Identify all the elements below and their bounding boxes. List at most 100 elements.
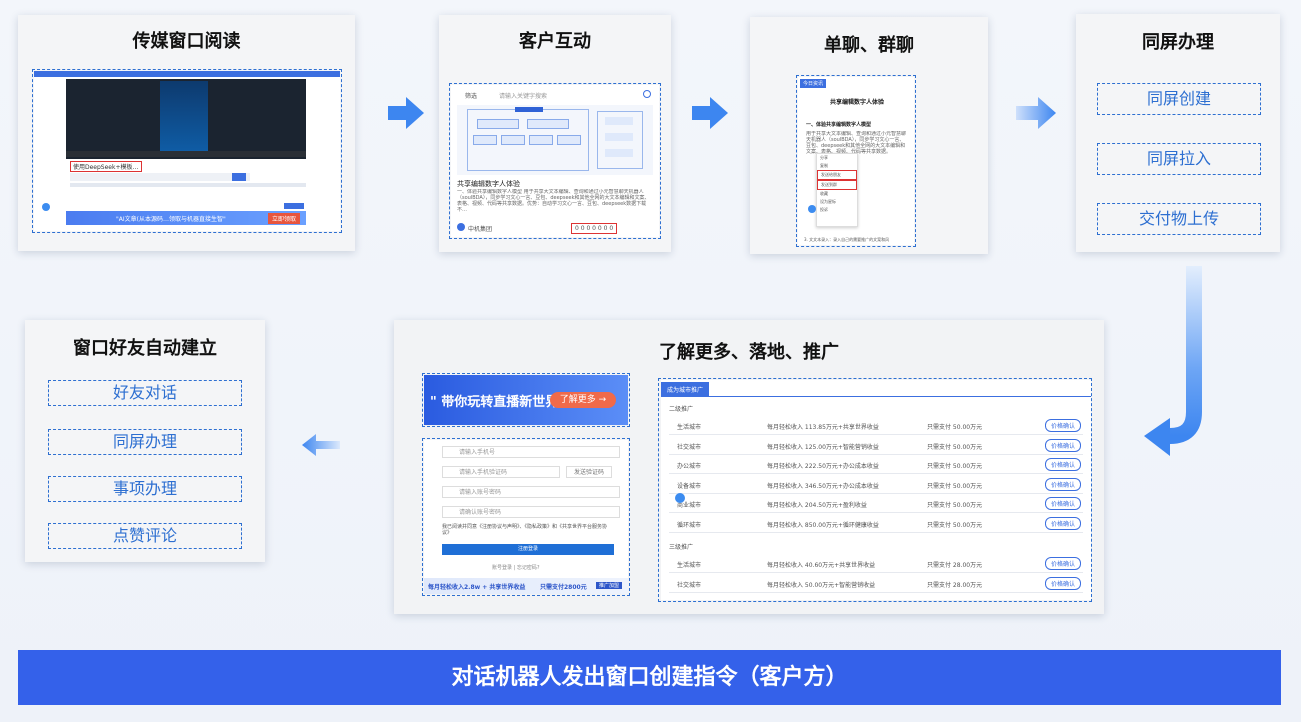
menu-item[interactable]: 设为星标 [820, 199, 836, 204]
price-confirm-button[interactable]: 价格确认 [1045, 497, 1082, 510]
submit-button[interactable] [284, 203, 304, 209]
card-title: 传媒窗口阅读 [132, 31, 241, 52]
register-form: 请输入手机号 请输入手机验证码 发送验证码 请输入账号密码 请确认账号密码 我已… [424, 440, 628, 594]
pay-text: 只需支付 28.00万元 [927, 562, 983, 569]
confirm-password-input[interactable]: 请确认账号密码 [442, 506, 620, 518]
selection-frame [449, 83, 661, 239]
live-banner-text: " 带你玩转直播新世界 [430, 395, 559, 410]
pay-text: 只需支付 50.00万元 [927, 482, 983, 490]
same-screen-button[interactable]: 同屏办理 [48, 429, 242, 455]
video-thumbnail[interactable] [160, 81, 208, 155]
row-divider [669, 473, 1083, 474]
row-divider [669, 531, 1083, 533]
pay-text: 只需支付 28.00万元 [927, 581, 983, 589]
ad-button[interactable]: 立即领取 [267, 213, 300, 224]
selection-frame [796, 75, 916, 247]
row-divider [669, 512, 1083, 513]
promo-button[interactable]: 推广加盟 [596, 582, 623, 589]
arrow-left-icon [302, 434, 340, 456]
income-text: 每月轻松收入 850.00万元+循环健康收益 [767, 521, 879, 529]
table-row: 社交城市每月轻松收入 125.00万元+智能营销收益只需支付 50.00万元价格… [661, 436, 1091, 455]
customer-interaction-card: 客户互动 筛选 请输入关键字搜索 共享编辑数字人体验 一、体验共享编辑数字人模型… [439, 15, 671, 252]
same-screen-create-button[interactable]: 同屏创建 [1097, 83, 1261, 115]
ad-bar[interactable]: "AI文章(从本源码…领取与机器直接生智" 立即领取 [66, 211, 306, 225]
chat-tab[interactable]: 今日资讯 [800, 79, 827, 88]
media-reading-card: 传媒窗口阅读 使用DeepSeek+模板… "AI文章(从本源码…领取与机器直接… [18, 15, 355, 251]
filter-dropdown[interactable]: 筛选 [465, 93, 478, 100]
price-confirm-button[interactable]: 价格确认 [1045, 557, 1082, 570]
promo-bar[interactable]: 每月轻松收入2.8w + 共享世界收益 只需支付2800元 推广加盟 [424, 578, 628, 594]
post-stats[interactable]: 0 0 0 0 0 0 0 [571, 223, 618, 234]
city-name: 商业城市 [677, 502, 702, 509]
video-caption: 使用DeepSeek+模板… [70, 161, 142, 172]
table-tab[interactable]: 成为城市推广 [661, 382, 710, 397]
price-confirm-button[interactable]: 价格确认 [1045, 438, 1082, 452]
city-name: 循环城市 [677, 521, 702, 529]
search-button[interactable] [232, 173, 246, 181]
card-title: 客户互动 [519, 31, 591, 52]
menu-item[interactable]: 收藏 [820, 191, 828, 196]
post-text: 一、体验共享编辑数字人模型 用于共享大文本编辑、查询和通过小元智慧聊天机器人（s… [457, 189, 650, 213]
promotion-table: 成为城市推广 二级推广 生活城市每月轻松收入 113.85万元+共享世界收益只需… [661, 380, 1091, 600]
card-title: 单聊、群聊 [824, 35, 914, 56]
card-title: 同屏办理 [1142, 32, 1214, 53]
register-button[interactable]: 注册登录 [442, 544, 614, 555]
selection-frame [32, 69, 342, 233]
doc-text: 用于共享大文本编辑、查询和通过小元智慧聊天机器人（soulBDA），同步学习文心… [806, 131, 906, 155]
card-title: 窗口好友自动建立 [73, 338, 217, 359]
avatar[interactable] [457, 223, 465, 231]
same-screen-pull-button[interactable]: 同屏拉入 [1097, 143, 1261, 175]
price-confirm-button[interactable]: 价格确认 [1045, 576, 1082, 590]
friend-chat-button[interactable]: 好友对话 [48, 380, 242, 406]
city-name: 社交城市 [677, 581, 702, 589]
diagram-image[interactable] [457, 105, 653, 175]
context-menu: 分享 复制 发送给朋友 发送到群 收藏 设为星标 投诉 [816, 153, 858, 227]
price-confirm-button[interactable]: 价格确认 [1045, 516, 1082, 530]
learn-more-button[interactable]: 了解更多 → [550, 392, 616, 408]
table-row: 商业城市每月轻松收入 204.50万元+盈利收益只需支付 50.00万元价格确认 [661, 494, 1091, 513]
pay-text: 只需支付 50.00万元 [927, 521, 983, 529]
price-confirm-button[interactable]: 价格确认 [1045, 458, 1082, 471]
pay-text: 只需支付 50.00万元 [927, 424, 983, 431]
live-banner[interactable]: " 带你玩转直播新世界 了解更多 → [424, 375, 628, 425]
learn-more-card: 了解更多、落地、推广 " 带你玩转直播新世界 了解更多 → 请输入手机号 请输入… [394, 320, 1104, 614]
search-input[interactable]: 请输入关键字搜索 [499, 93, 548, 100]
promo-text: 每月轻松收入2.8w + 共享世界收益 [428, 584, 526, 591]
income-text: 每月轻松收入 125.00万元+智能营销收益 [767, 443, 879, 451]
income-text: 每月轻松收入 40.60万元+共享世界收益 [767, 562, 876, 569]
password-input[interactable]: 请输入账号密码 [442, 486, 620, 498]
menu-item[interactable]: 复制 [820, 163, 828, 168]
table-row: 社交城市 每月轻松收入 50.00万元+智能营销收益 只需支付 28.00万元 价格确… [661, 574, 1091, 593]
doc-title: 共享编辑数字人体验 [830, 99, 885, 106]
same-screen-card: 同屏办理 同屏创建 同屏拉入 交付物上传 [1076, 14, 1280, 252]
login-links[interactable]: 账号登录 | 忘记密码? [492, 565, 540, 571]
video-screenshot: 使用DeepSeek+模板… "AI文章(从本源码…领取与机器直接生智" 立即领… [34, 71, 340, 231]
price-confirm-button[interactable]: 价格确认 [1045, 477, 1082, 491]
post-title[interactable]: 共享编辑数字人体验 [457, 180, 520, 188]
income-text: 每月轻松收入 50.00万元+智能营销收益 [767, 581, 876, 589]
group-label: 二级推广 [669, 406, 694, 413]
author-name[interactable]: 中机集团 [468, 226, 493, 233]
price-confirm-button[interactable]: 价格确认 [1045, 419, 1082, 432]
menu-item[interactable]: 投诉 [820, 207, 828, 212]
table-row: 设备城市每月轻松收入 346.50万元+办公成本收益只需支付 50.00万元价格… [661, 475, 1091, 494]
phone-input[interactable]: 请输入手机号 [442, 446, 620, 458]
chat-bubble-icon[interactable] [42, 203, 50, 211]
menu-item[interactable]: 分享 [820, 155, 828, 160]
chat-bubble-icon[interactable] [808, 205, 816, 213]
send-code-button[interactable]: 发送验证码 [566, 466, 612, 478]
pay-text: 只需支付 50.00万元 [927, 443, 983, 451]
row-divider [669, 453, 1083, 455]
search-icon[interactable] [643, 90, 651, 98]
post-screenshot: 筛选 请输入关键字搜索 共享编辑数字人体验 一、体验共享编辑数字人模型 用于共享… [451, 85, 659, 237]
row-divider [669, 434, 1083, 435]
doc-heading: 一、体验共享编辑数字人模型 [806, 122, 872, 128]
like-comment-button[interactable]: 点赞评论 [48, 523, 242, 549]
menu-item[interactable]: 发送给朋友 [817, 170, 857, 180]
agreement-text[interactable]: 我已阅读并同意《注册协议与声明》、《隐私政策》和《共享世界平台服务协议》 [442, 524, 608, 536]
chat-bubble-icon[interactable] [675, 493, 685, 503]
code-input[interactable]: 请输入手机验证码 [442, 466, 560, 478]
menu-item[interactable]: 发送到群 [817, 180, 857, 190]
task-handling-button[interactable]: 事项办理 [48, 476, 242, 502]
deliverable-upload-button[interactable]: 交付物上传 [1097, 203, 1261, 235]
